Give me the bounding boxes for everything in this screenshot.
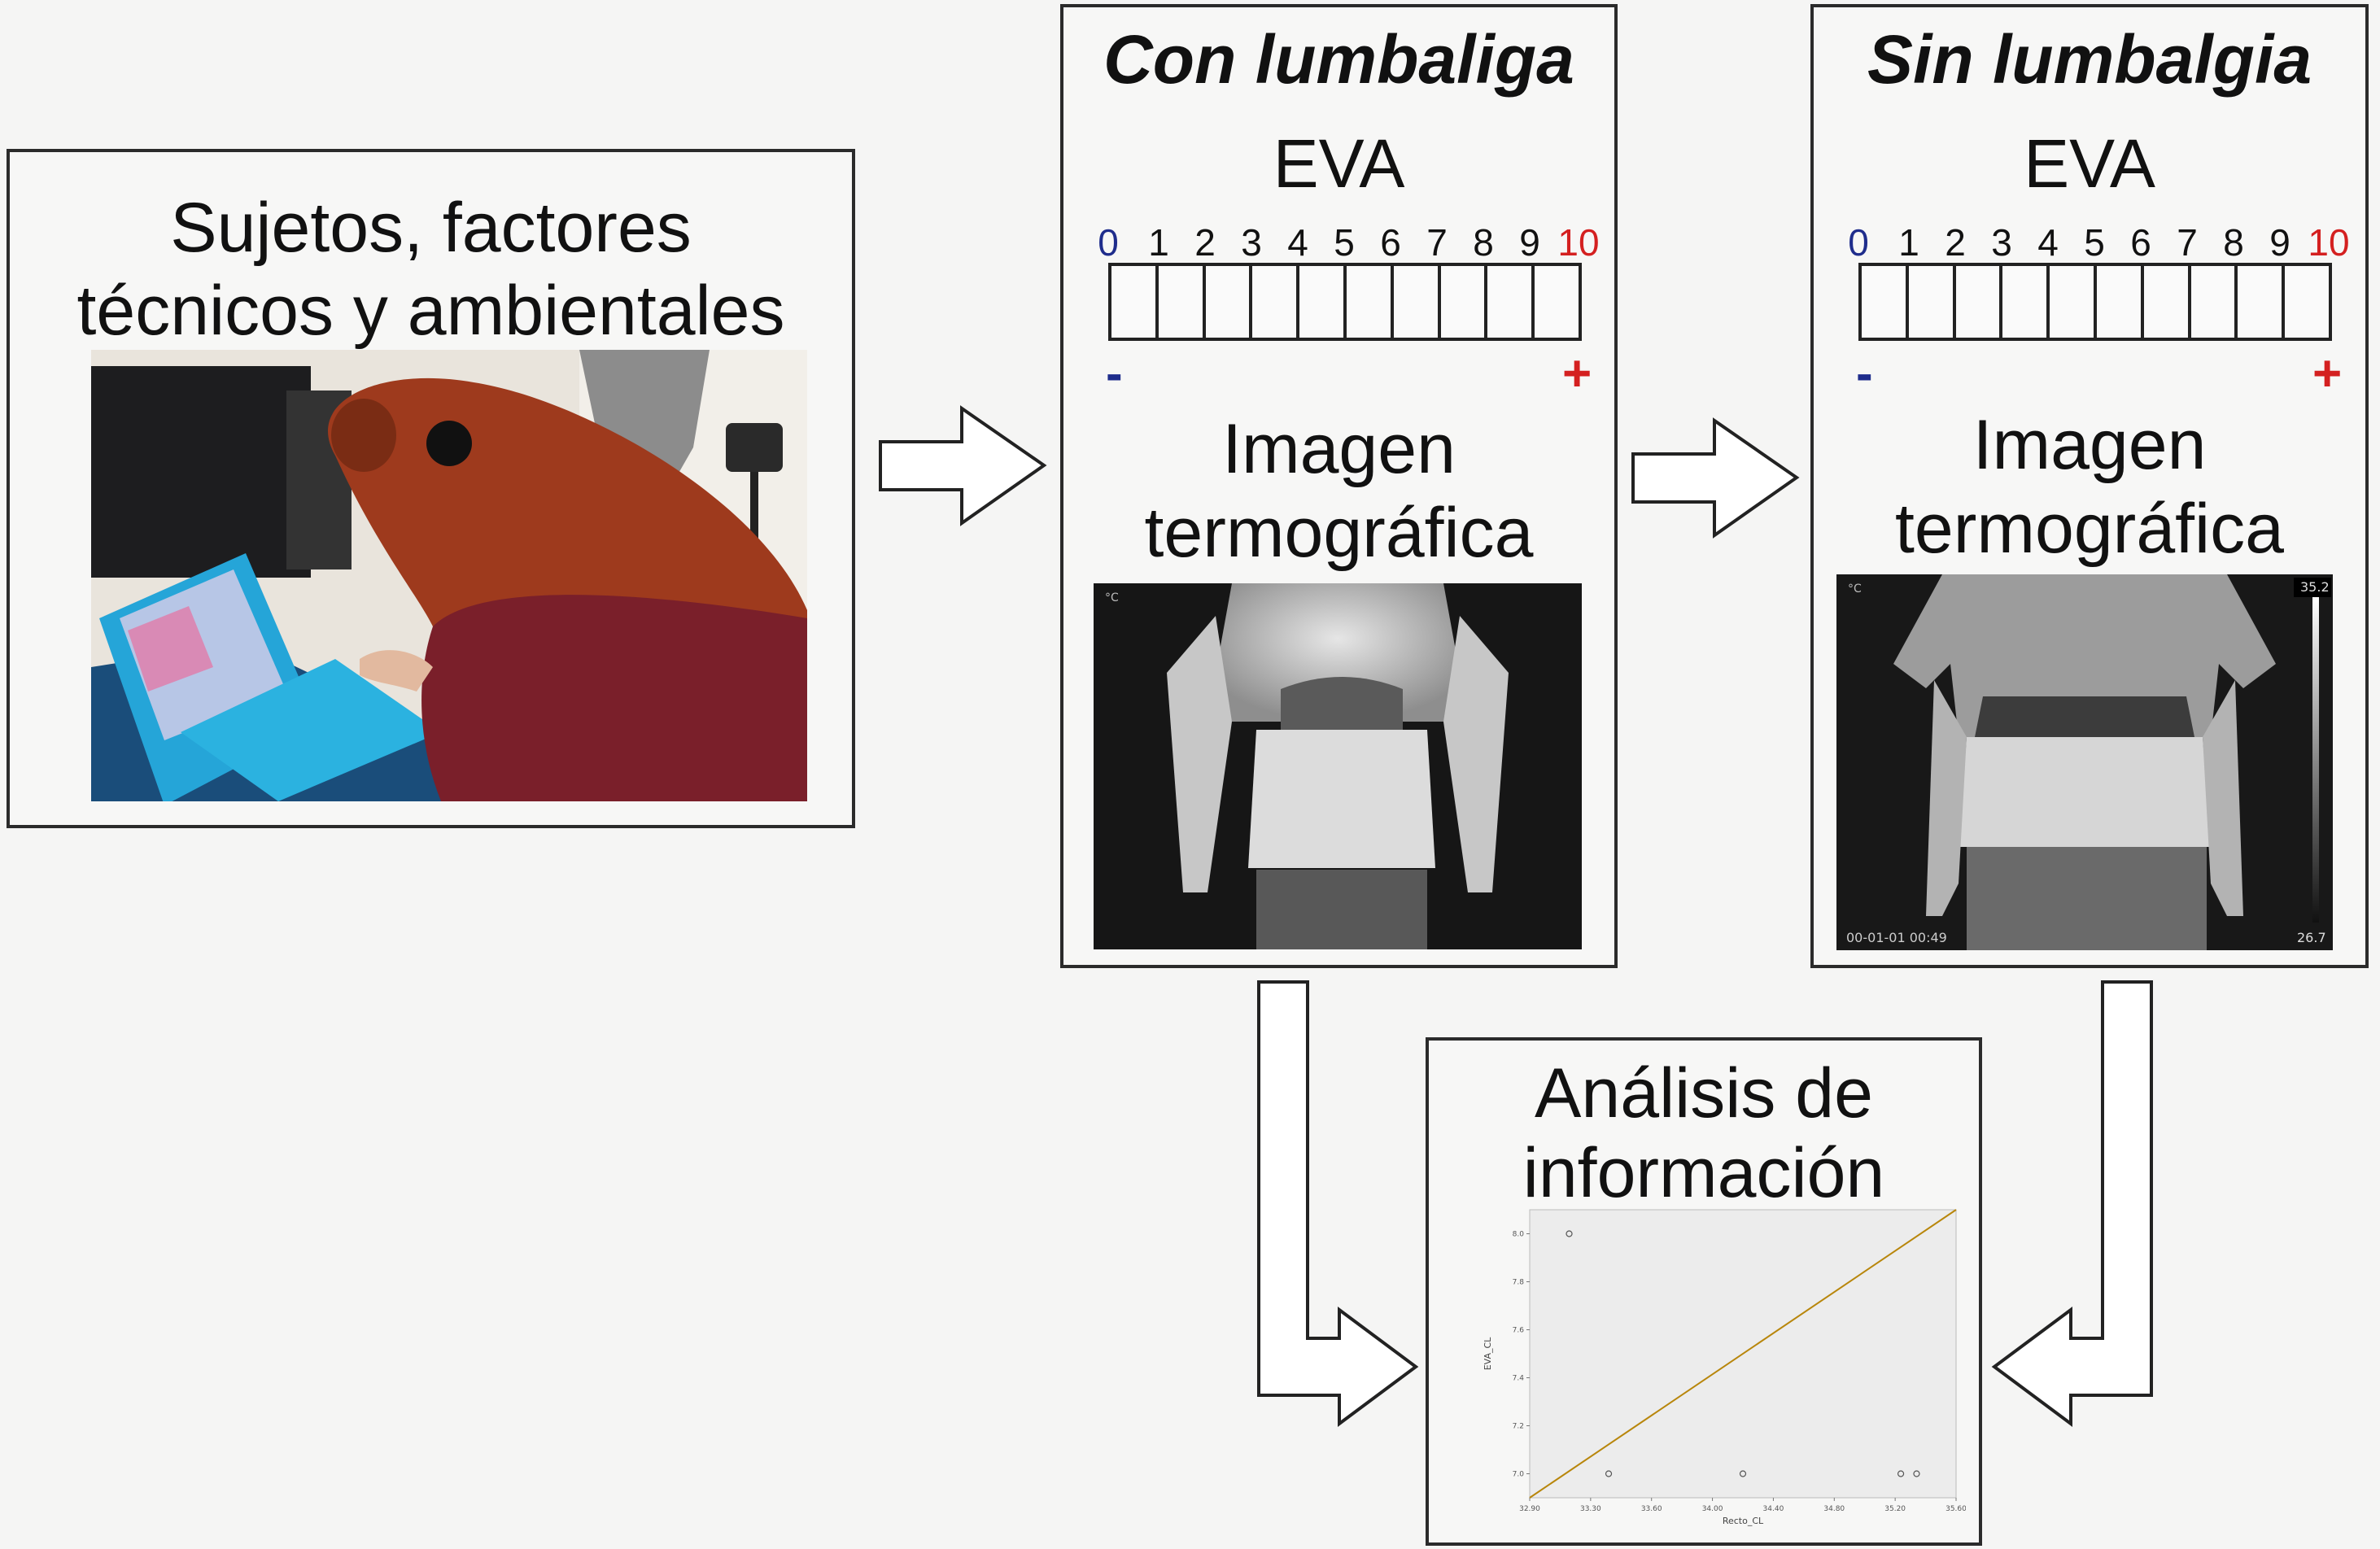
y-tick-label: 7.2 xyxy=(1513,1423,1524,1431)
con-scale-num-4: 4 xyxy=(1287,221,1308,264)
x-tick-label: 34.40 xyxy=(1763,1505,1784,1513)
con-scale-num-8: 8 xyxy=(1473,221,1494,264)
sin-scale-num-2: 2 xyxy=(1945,221,1966,264)
sin-scale-num-0: 0 xyxy=(1848,221,1869,264)
y-tick-label: 7.6 xyxy=(1513,1327,1525,1335)
con-scale-num-5: 5 xyxy=(1334,221,1355,264)
con-scale-num-6: 6 xyxy=(1380,221,1401,264)
con-scale-num-0: 0 xyxy=(1098,221,1119,264)
con-scale-num-10: 10 xyxy=(1557,221,1600,264)
sin-scale-num-8: 8 xyxy=(2223,221,2244,264)
con-lumbaliga-box: Con lumbaliga EVA 0 1 2 3 4 5 6 7 8 9 10… xyxy=(1060,4,1618,968)
sin-scale-cells xyxy=(1858,263,2332,341)
con-eva-label: EVA xyxy=(1273,125,1405,202)
x-tick-label: 32.90 xyxy=(1519,1505,1540,1513)
sin-heading: Sin lumbalgia xyxy=(1867,21,2312,98)
sin-eva-label: EVA xyxy=(2024,125,2155,202)
subjects-title-line2: técnicos y ambientales xyxy=(76,272,785,350)
x-tick-label: 33.30 xyxy=(1580,1505,1601,1513)
sin-scale-num-7: 7 xyxy=(2177,221,2198,264)
con-thermal-image: °C xyxy=(1094,583,1582,949)
arrow-right-2 xyxy=(1631,417,1800,539)
x-tick-label: 35.20 xyxy=(1884,1505,1906,1513)
con-thermal-unit: °C xyxy=(1105,591,1119,604)
sin-scale-num-4: 4 xyxy=(2037,221,2059,264)
con-plus-sign: + xyxy=(1562,346,1592,402)
sin-scale-num-10: 10 xyxy=(2308,221,2350,264)
con-scale-num-1: 1 xyxy=(1148,221,1169,264)
y-tick-label: 7.8 xyxy=(1513,1279,1525,1287)
x-tick-label: 34.80 xyxy=(1823,1505,1845,1513)
con-scale-num-9: 9 xyxy=(1519,221,1540,264)
con-scale-num-7: 7 xyxy=(1426,221,1448,264)
analysis-title-line1: Análisis de xyxy=(1535,1054,1873,1132)
sin-image-title-line1: Imagen xyxy=(1972,406,2207,484)
y-axis-label: EVA_CL xyxy=(1483,1337,1493,1370)
con-scale-num-3: 3 xyxy=(1241,221,1262,264)
x-tick-label: 34.00 xyxy=(1702,1505,1723,1513)
subjects-photo xyxy=(91,350,807,801)
arrow-down-right xyxy=(1257,980,1419,1427)
sin-temp-max: 35.2 xyxy=(2300,579,2330,595)
sin-lumbalgia-box: Sin lumbalgia EVA 0 1 2 3 4 5 6 7 8 9 10… xyxy=(1810,4,2369,968)
sin-scale-num-5: 5 xyxy=(2084,221,2105,264)
x-tick-label: 33.60 xyxy=(1641,1505,1662,1513)
con-image-title-line1: Imagen xyxy=(1222,410,1456,488)
analysis-title-line2: información xyxy=(1522,1134,1885,1212)
con-minus-sign: - xyxy=(1106,346,1123,402)
x-axis-label: Recto_CL xyxy=(1723,1516,1764,1526)
sin-thermal-image: 35.2 26.7 00-01-01 00:49 °C xyxy=(1836,574,2333,950)
y-tick-label: 7.4 xyxy=(1513,1375,1525,1383)
data-point xyxy=(1897,1470,1905,1477)
data-point xyxy=(1605,1470,1613,1477)
sin-scale-num-6: 6 xyxy=(2130,221,2151,264)
data-point xyxy=(1739,1470,1747,1477)
arrow-right-1 xyxy=(879,405,1047,526)
con-eva-scale: 0 1 2 3 4 5 6 7 8 9 10 xyxy=(1098,220,1600,343)
sin-temp-min: 26.7 xyxy=(2297,930,2326,945)
sin-scale-num-1: 1 xyxy=(1898,221,1919,264)
sin-minus-sign: - xyxy=(1856,346,1873,402)
subjects-title-line1: Sujetos, factores xyxy=(170,189,692,267)
data-point xyxy=(1566,1230,1573,1237)
fit-line xyxy=(1529,1209,1957,1499)
sin-plus-sign: + xyxy=(2312,346,2343,402)
con-image-title-line2: termográfica xyxy=(1144,494,1534,572)
sin-eva-scale: 0 1 2 3 4 5 6 7 8 9 10 xyxy=(1848,220,2350,343)
sin-timestamp: 00-01-01 00:49 xyxy=(1846,930,1947,945)
arrow-down-left xyxy=(1991,980,2153,1427)
sin-thermal-unit: °C xyxy=(1848,583,1862,596)
con-scale-num-2: 2 xyxy=(1194,221,1216,264)
photo-illustration xyxy=(91,350,807,801)
con-scale-numbers: 0 1 2 3 4 5 6 7 8 9 10 xyxy=(1098,220,1599,266)
sin-thermal-body: 35.2 26.7 00-01-01 00:49 °C xyxy=(1836,574,2333,950)
scatter-plot: 32.90 33.30 33.60 34.00 34.40 34.80 35.20 35.60… xyxy=(1483,1209,1966,1526)
subjects-box: Sujetos, factores técnicos y ambientales xyxy=(7,149,855,828)
y-tick-label: 7.0 xyxy=(1513,1471,1525,1479)
con-scale-cells xyxy=(1108,263,1582,341)
sin-scale-num-9: 9 xyxy=(2269,221,2290,264)
sin-scale-numbers: 0 1 2 3 4 5 6 7 8 9 10 xyxy=(1848,220,2349,266)
con-heading: Con lumbaliga xyxy=(1103,21,1574,98)
y-tick-label: 8.0 xyxy=(1513,1231,1525,1239)
sin-scale-num-3: 3 xyxy=(1991,221,2012,264)
data-point xyxy=(1913,1470,1920,1477)
con-thermal-body: °C xyxy=(1094,583,1582,949)
sin-image-title-line2: termográfica xyxy=(1895,490,2284,568)
x-tick-label: 35.60 xyxy=(1945,1505,1966,1513)
